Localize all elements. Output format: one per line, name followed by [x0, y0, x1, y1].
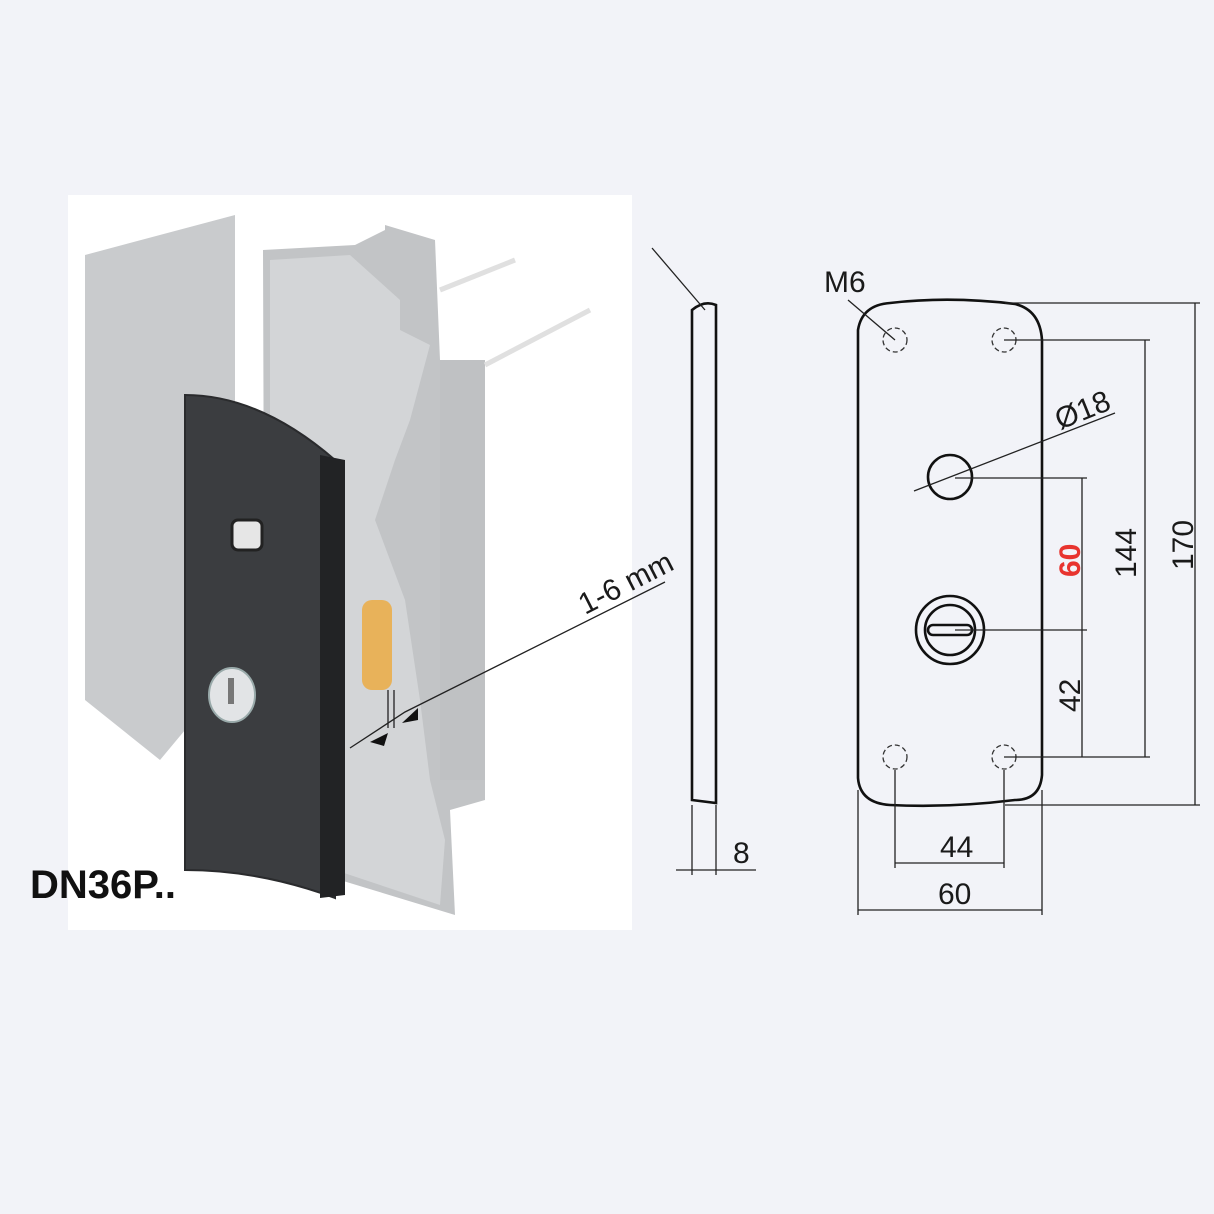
screw-hole-icon: [882, 327, 908, 353]
model-label: DN36P..: [30, 863, 176, 907]
cover-plate: [184, 393, 336, 900]
plate-outline: [856, 298, 1044, 808]
screw-spacing-horizontal-label: 44: [940, 831, 973, 864]
screw-top: [439, 257, 516, 293]
height-label: 170: [1167, 520, 1200, 570]
front-view: M6 Ø18 170 144 60 42 44 60: [824, 266, 1200, 915]
screw-hole-icon: [882, 744, 908, 770]
hole-diameter-label: Ø18: [1050, 385, 1115, 437]
bottom-offset-label: 42: [1054, 679, 1087, 712]
spindle-hole: [230, 518, 264, 552]
euro-cylinder: [362, 600, 392, 690]
lock-faceplate: [440, 360, 485, 780]
gap-dimension-line: [349, 581, 666, 749]
turn-knob-slot: [228, 678, 234, 704]
spindle-hole: [926, 453, 974, 501]
side-view: 8: [651, 247, 756, 875]
side-profile: [690, 302, 718, 805]
product-illustration: 1-6 mm: [68, 195, 679, 930]
width-label: 60: [938, 878, 971, 911]
screw-spacing-vertical-label: 144: [1110, 528, 1143, 578]
cover-plate-edge: [320, 455, 345, 898]
screw-bottom: [483, 307, 592, 368]
thickness-label: 8: [733, 837, 750, 870]
door-frame: [85, 215, 235, 760]
centre-distance-label: 60: [1054, 544, 1087, 577]
thread-label: M6: [824, 266, 866, 299]
